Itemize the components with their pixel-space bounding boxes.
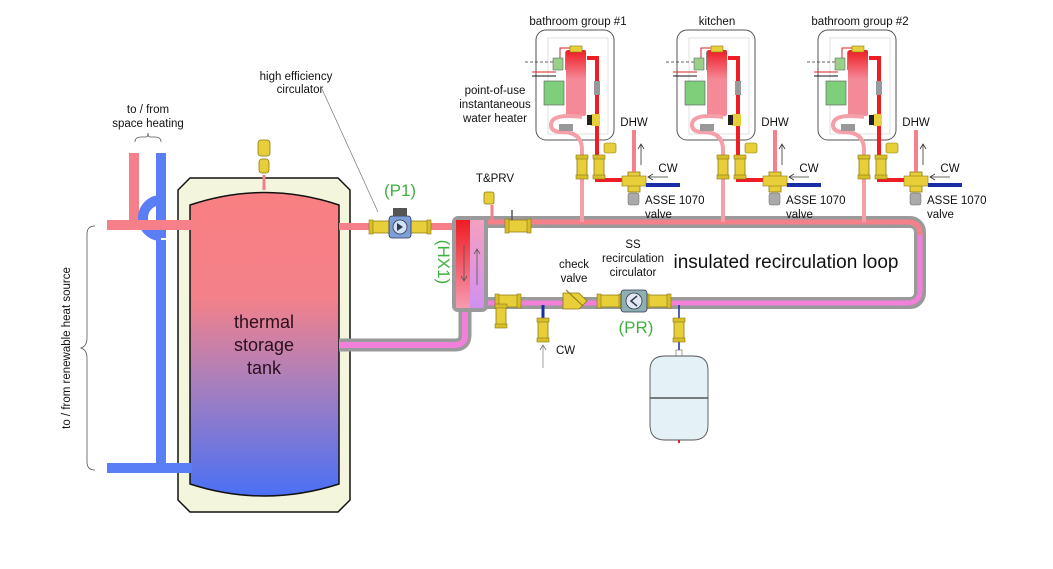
renewable-heat-source-label: to / from renewable heat source: [61, 267, 73, 429]
thermal-storage-tank: [177, 177, 351, 513]
tprv-valve-icon: [483, 191, 495, 222]
tprv-label: T&PRV: [476, 173, 514, 185]
asse-label-1: ASSE 1070: [645, 195, 704, 207]
fixture-kitchen: [666, 30, 821, 222]
space-heating-brace: [134, 132, 162, 143]
fixture-bathroom-group-1: [525, 29, 680, 222]
p1-label: (P1): [384, 181, 416, 200]
heater-label-2: instantaneous: [459, 99, 531, 111]
return-pipe: [339, 300, 472, 352]
cw-label-3: CW: [940, 163, 959, 175]
tank-label-1: thermal: [234, 312, 294, 332]
cw-bottom-label: CW: [556, 345, 575, 357]
dhw-label-2: DHW: [761, 117, 789, 129]
check-valve-label-1: check: [559, 259, 589, 271]
check-valve-icon: [562, 289, 588, 310]
asse-valve-label-2: valve: [786, 209, 813, 221]
space-heating-label-1: to / from: [127, 104, 169, 116]
ss-circulator-label-2: recirculation: [602, 253, 664, 265]
fixture-title-3: bathroom group #2: [811, 16, 908, 28]
pr-label: (PR): [619, 318, 654, 337]
asse-label-3: ASSE 1070: [927, 195, 986, 207]
fixture-title-2: kitchen: [699, 16, 735, 28]
air-vent-icon: [257, 139, 271, 190]
circulator-label-1: high efficiency: [260, 71, 333, 83]
loop-label: insulated recirculation loop: [674, 252, 899, 273]
hx1-label: (HX1): [434, 240, 453, 284]
labels: to / from space heating to / from renewa…: [61, 16, 986, 429]
circulator-leader-line: [321, 88, 379, 213]
heater-label-3: water heater: [462, 113, 527, 125]
asse-valve-label-3: valve: [927, 209, 954, 221]
heat-exchanger-hx1: [452, 216, 488, 312]
cw-label-2: CW: [799, 163, 818, 175]
fixture-bathroom-group-2: [807, 30, 962, 222]
asse-label-2: ASSE 1070: [786, 195, 845, 207]
circulator-label-2: circulator: [277, 84, 324, 96]
renewable-brace: [79, 225, 96, 471]
fixture-title-1: bathroom group #1: [529, 16, 626, 28]
asse-valve-label-1: valve: [645, 209, 672, 221]
space-heating-label-2: space heating: [112, 118, 184, 130]
tank-label-2: storage: [234, 335, 294, 355]
return-ball-valve-icon: [494, 293, 522, 329]
ss-circulator-label-1: SS: [625, 239, 641, 251]
dhw-label-1: DHW: [620, 117, 648, 129]
ss-circulator-label-3: circulator: [610, 267, 657, 279]
heater-label-1: point-of-use: [465, 85, 526, 97]
check-valve-label-2: valve: [561, 273, 588, 285]
circulator-p1-icon: [368, 208, 432, 239]
cw-label-1: CW: [658, 163, 677, 175]
recirculation-circulator-pr-icon: [596, 289, 672, 313]
expansion-tank: [649, 305, 709, 443]
dhw-label-3: DHW: [902, 117, 930, 129]
cw-fill-valve-icon: [536, 305, 550, 368]
tank-label-3: tank: [247, 358, 282, 378]
space-heating-pipes: [107, 153, 192, 473]
ball-valve-icon: [504, 210, 532, 234]
